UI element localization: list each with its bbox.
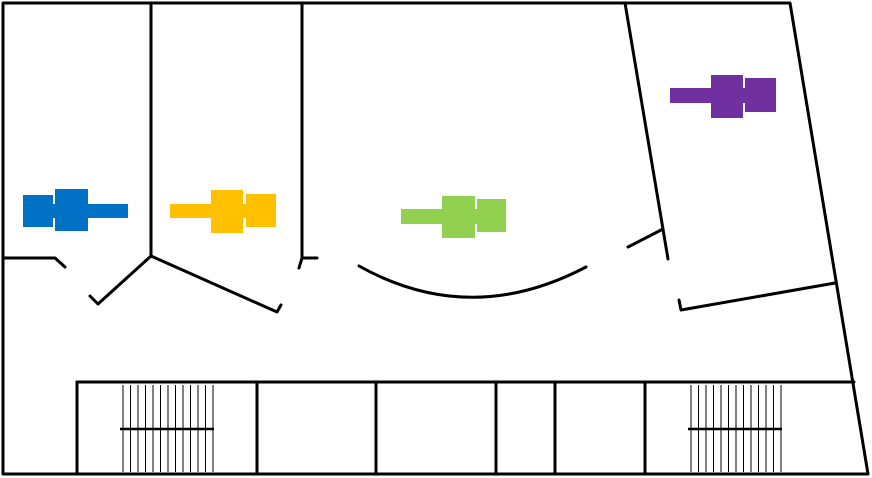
wall-room3-room4 [623,1,670,261]
marker-yellow [170,190,276,233]
marker-yellow-hub [211,190,243,233]
staircase-left [120,385,214,472]
marker-purple-hub-right [745,78,776,112]
wall-diagonal-left [88,254,153,306]
wall-curved [357,264,588,299]
wall-diagonal-right [149,254,283,314]
wall-room4-bottom [677,281,837,312]
marker-green-hub-right [477,199,506,232]
wall-room3-stub [297,256,319,270]
marker-blue-hub [55,189,88,231]
marker-green-hub [442,196,475,238]
marker-blue-hub-left [23,195,53,227]
marker-green [401,196,506,238]
marker-purple [670,75,776,118]
marker-yellow-hub-right [246,194,276,227]
wall-room4-stub [626,227,665,249]
interior-walls [1,1,856,476]
marker-blue [23,189,128,231]
staircase-right [688,385,782,472]
wall-room1-bottom [1,256,67,269]
marker-purple-hub [711,75,743,118]
